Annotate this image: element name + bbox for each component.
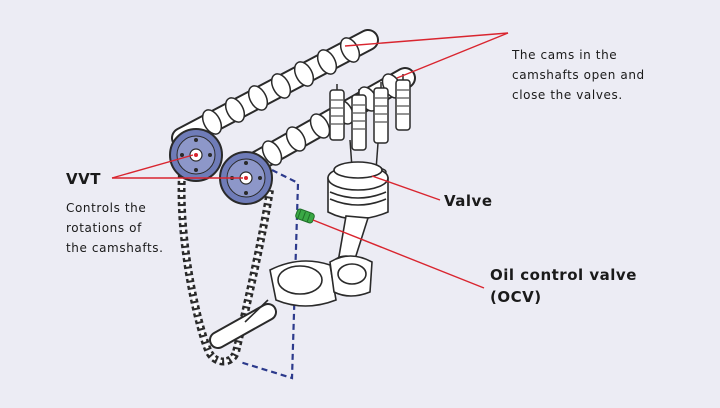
- cams-text-line-1: The cams in the: [512, 48, 618, 62]
- ocv-heading-line-2: (OCV): [490, 288, 542, 306]
- vvt-text-line-1: Controls the: [66, 201, 147, 215]
- oil-path: [239, 169, 300, 380]
- vvt-callout: Controls the rotations of the camshafts.: [66, 198, 164, 258]
- cams-text-line-2: camshafts open and: [512, 68, 645, 82]
- leader-ocv: [312, 219, 485, 289]
- leader-lines: [111, 32, 509, 289]
- ocv-heading-line-1: Oil control valve: [490, 266, 637, 284]
- leader-vvt-1: [111, 154, 194, 179]
- leader-valve: [371, 175, 441, 201]
- cams-callout: The cams in the camshafts open and close…: [512, 45, 645, 105]
- piston: [327, 161, 389, 220]
- vvt-text-line-3: the camshafts.: [66, 241, 164, 255]
- vvt-heading: VVT: [66, 170, 101, 188]
- crankshaft: [209, 255, 373, 349]
- vvt-gear-upper: [169, 128, 223, 182]
- cams-text-line-3: close the valves.: [512, 88, 623, 102]
- leader-cams-2: [396, 32, 509, 79]
- valve-heading: Valve: [444, 192, 493, 210]
- upper-camshaft: [171, 29, 379, 149]
- ocv-heading: Oil control valve (OCV): [490, 264, 637, 308]
- leader-cams-1: [344, 32, 509, 47]
- timing-chain: [177, 159, 274, 366]
- oil-control-valve: [295, 208, 315, 224]
- vvt-text-line-2: rotations of: [66, 221, 142, 235]
